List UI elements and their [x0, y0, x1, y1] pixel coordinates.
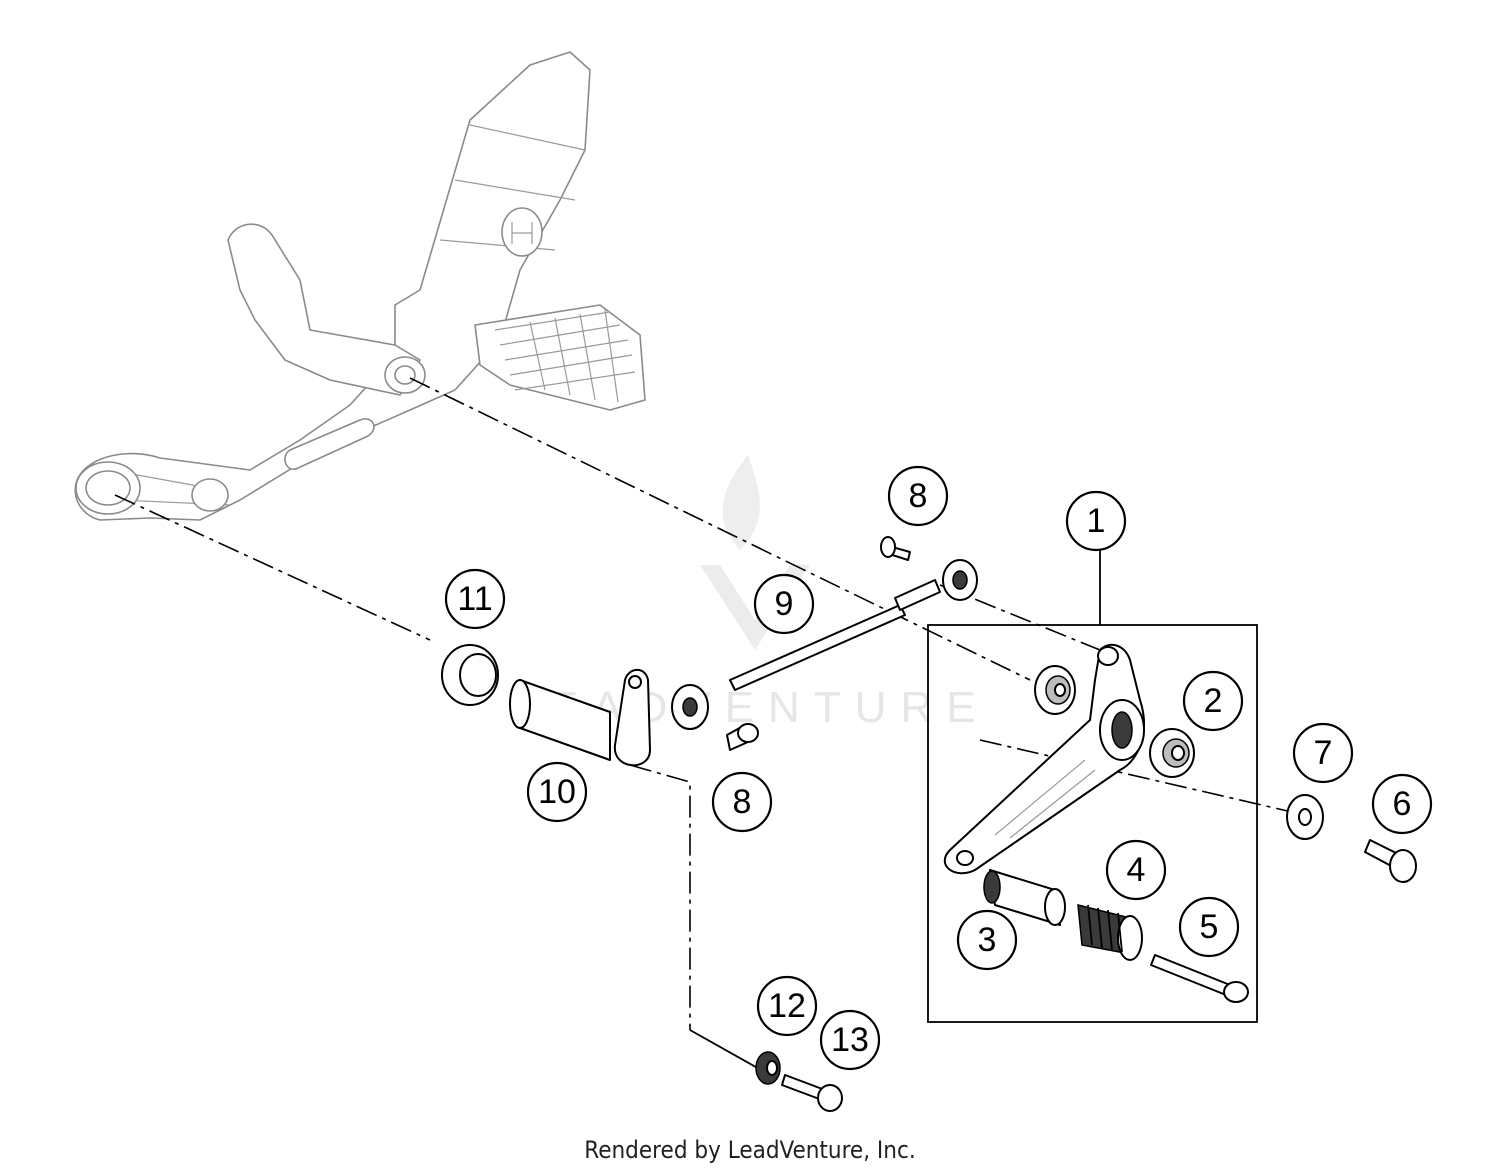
shift-rod-9[interactable] — [671, 559, 978, 730]
shaft-10[interactable] — [509, 668, 651, 767]
bushing-11[interactable] — [441, 644, 499, 706]
washer-7[interactable] — [1286, 794, 1324, 840]
callout-4: 4 — [1105, 839, 1167, 901]
alignment-line-pivot-to-bearing — [409, 377, 1031, 681]
callout-4-label: 4 — [1127, 851, 1146, 889]
alignment-line-shaft-to-bolt — [629, 764, 691, 1030]
callout-13-label: 13 — [831, 1021, 869, 1059]
callout-10-label: 10 — [538, 773, 576, 811]
callout-9-label: 9 — [775, 585, 794, 623]
part-1-group-box — [927, 624, 1258, 1023]
callout-12: 12 — [756, 975, 818, 1037]
callout-8-lower: 8 — [711, 771, 773, 833]
alignment-line-bearing-to-washer — [979, 739, 1306, 816]
callout-11: 11 — [444, 568, 506, 630]
callout-6-label: 6 — [1393, 785, 1412, 823]
callout-9: 9 — [753, 573, 815, 635]
callout-6: 6 — [1371, 773, 1433, 835]
lock-washer-12[interactable] — [755, 1051, 781, 1085]
callout-2-label: 2 — [1204, 682, 1223, 720]
alignment-line-bracket-to-bushing — [114, 494, 431, 641]
bearing-rod-side[interactable] — [1034, 665, 1076, 715]
callout-11-label: 11 — [457, 580, 492, 618]
footer-credit: Rendered by LeadVenture, Inc. — [584, 1136, 916, 1164]
callout-3: 3 — [956, 909, 1018, 971]
callout-8-upper-label: 8 — [909, 477, 928, 515]
shift-lever[interactable] — [943, 643, 1145, 875]
callout-5-label: 5 — [1200, 908, 1219, 946]
bolt-8-upper[interactable] — [880, 536, 911, 561]
callout-12-label: 12 — [768, 987, 806, 1025]
rubber-4[interactable] — [1077, 904, 1143, 961]
callout-8-upper: 8 — [887, 465, 949, 527]
footpeg-bracket-ghost — [74, 51, 646, 521]
screw-5[interactable] — [1150, 954, 1249, 1003]
callout-3-label: 3 — [978, 921, 997, 959]
callout-10: 10 — [526, 761, 588, 823]
bolt-6[interactable] — [1364, 839, 1417, 883]
callout-5: 5 — [1178, 896, 1240, 958]
callout-8-lower-label: 8 — [733, 783, 752, 821]
bolt-8-lower[interactable] — [726, 723, 759, 751]
callout-7: 7 — [1292, 722, 1354, 784]
sleeve-3[interactable] — [983, 869, 1066, 926]
bearing-2[interactable] — [1149, 728, 1195, 778]
callout-1-label: 1 — [1087, 502, 1106, 540]
bolt-13[interactable] — [781, 1074, 843, 1112]
brand-logo-ghost — [501, 207, 543, 257]
callout-1: 1 — [1065, 490, 1127, 552]
callout-7-label: 7 — [1314, 734, 1333, 772]
callout-2: 2 — [1182, 670, 1244, 732]
callout-13: 13 — [819, 1009, 881, 1071]
